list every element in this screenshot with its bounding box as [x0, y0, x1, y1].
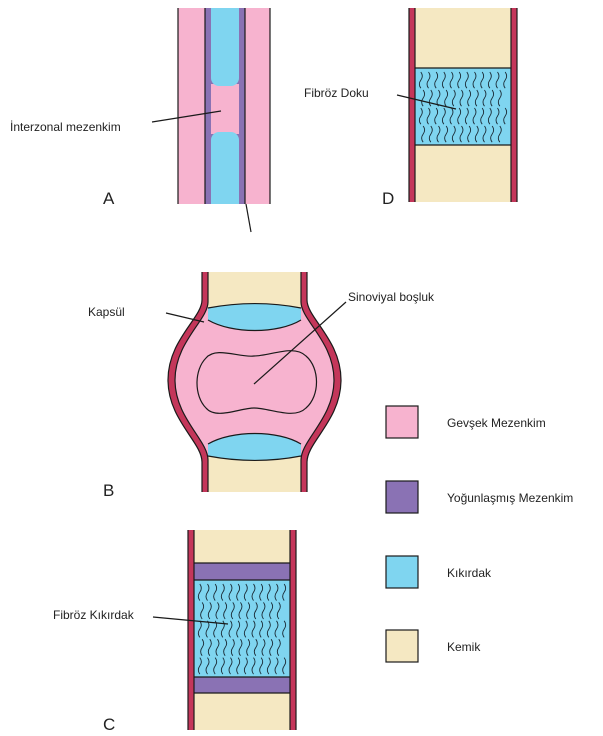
bone-region-b-top — [208, 272, 301, 308]
panel-label-c: C — [103, 715, 115, 734]
panel-label-a: A — [103, 189, 115, 208]
label-fibrous-tissue: Fibröz Doku — [304, 86, 369, 100]
condensed-mesenchyme-c-bottom — [194, 677, 290, 693]
panel-c-diagram — [188, 530, 296, 730]
legend-swatch-cartilage — [386, 556, 418, 588]
panel-a-diagram — [178, 8, 270, 232]
label-synovial-space: Sinoviyal boşluk — [348, 290, 435, 304]
condensed-mesenchyme-c-top — [194, 563, 290, 580]
label-fibrocartilage: Fibröz Kıkırdak — [53, 608, 135, 622]
label-capsule: Kapsül — [88, 305, 125, 319]
bone-region-b-bottom — [208, 456, 301, 492]
label-interzonal-mesenchyme: İnterzonal mezenkim — [10, 120, 121, 134]
legend-swatch-bone — [386, 630, 418, 662]
legend: Gevşek Mezenkim Yoğunlaşmış Mezenkim Kık… — [386, 406, 573, 662]
legend-swatch-loose-mesenchyme — [386, 406, 418, 438]
panel-b-diagram — [168, 272, 341, 492]
panel-d-diagram — [409, 8, 517, 202]
interzonal-mesenchyme-region — [211, 84, 239, 134]
legend-swatch-condensed-mesenchyme — [386, 481, 418, 513]
legend-label-loose-mesenchyme: Gevşek Mezenkim — [447, 416, 546, 430]
panel-label-b: B — [103, 481, 114, 500]
legend-label-cartilage: Kıkırdak — [447, 566, 492, 580]
panel-label-d: D — [382, 189, 394, 208]
legend-label-bone: Kemik — [447, 640, 481, 654]
legend-label-condensed-mesenchyme: Yoğunlaşmış Mezenkim — [447, 491, 573, 505]
